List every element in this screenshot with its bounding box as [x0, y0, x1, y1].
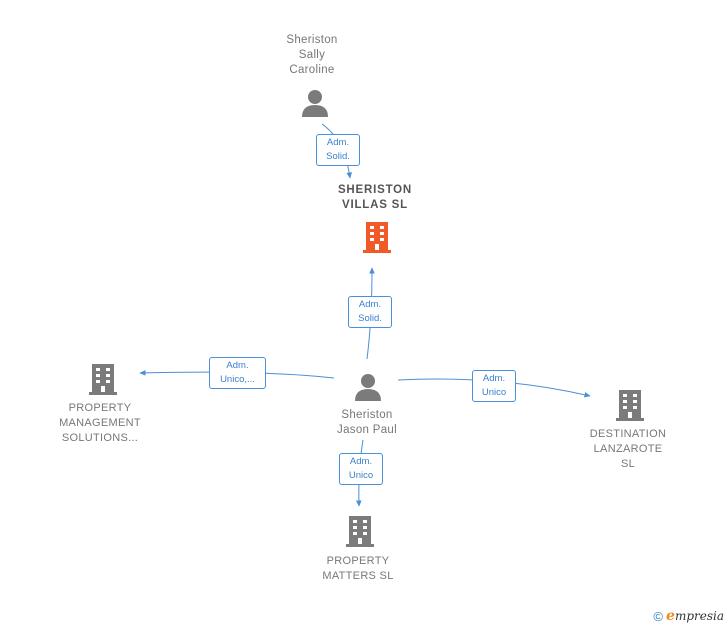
node-label-line: PROPERTY	[68, 402, 132, 414]
node-label-line: LANZAROTE	[593, 443, 663, 455]
node-label-matters[interactable]: PROPERTY MATTERS SL	[308, 554, 408, 584]
copyright-icon: ©	[653, 608, 664, 624]
building-icon[interactable]	[86, 362, 120, 396]
footer-brand[interactable]: © empresia	[653, 608, 724, 624]
edge-label-line: Unico,...	[220, 374, 255, 385]
edge-label-line: Unico	[481, 387, 507, 398]
edge-label-line: Adm.	[358, 299, 382, 310]
node-label-villas[interactable]: SHERISTON VILLAS SL	[325, 183, 425, 213]
node-label-pms[interactable]: PROPERTY MANAGEMENT SOLUTIONS...	[45, 401, 155, 446]
node-label-line: MANAGEMENT	[59, 417, 141, 429]
node-label-line: DESTINATION	[589, 428, 667, 440]
brand-logo: empresia	[666, 608, 724, 624]
edge-label-line: Adm.	[226, 360, 249, 371]
node-label-jason[interactable]: Sheriston Jason Paul	[322, 408, 412, 438]
brand-initial: e	[666, 608, 675, 624]
node-label-line: PROPERTY	[326, 555, 390, 567]
person-icon[interactable]	[300, 88, 330, 118]
edge-label-line: Adm.	[326, 137, 350, 148]
person-icon[interactable]	[353, 372, 383, 402]
edge-label-jason-destination[interactable]: Adm. Unico	[472, 370, 516, 402]
edge-label-line: Solid.	[326, 151, 350, 162]
node-label-line: Sheriston	[341, 409, 393, 421]
building-icon[interactable]	[343, 514, 377, 548]
node-label-line: SHERISTON	[337, 184, 413, 196]
building-icon[interactable]	[360, 220, 394, 254]
node-label-line: SL	[620, 458, 636, 470]
node-label-line: Sally	[298, 49, 326, 61]
node-label-line: Sheriston	[286, 34, 338, 46]
brand-name: mpresia	[674, 609, 724, 623]
building-icon[interactable]	[613, 388, 647, 422]
edge-label-line: Adm.	[349, 456, 373, 467]
edge-label-line: Solid.	[358, 313, 382, 324]
edge-label-jason-villas[interactable]: Adm. Solid.	[348, 296, 392, 328]
node-label-line: Jason Paul	[337, 424, 397, 436]
edge-label-sally-villas[interactable]: Adm. Solid.	[316, 134, 360, 166]
edge-label-line: Adm.	[482, 373, 506, 384]
node-label-line: VILLAS SL	[342, 199, 408, 211]
node-label-line: MATTERS SL	[322, 570, 394, 582]
node-label-line: SOLUTIONS...	[61, 432, 139, 444]
edge-label-jason-matters[interactable]: Adm. Unico	[339, 453, 383, 485]
node-label-line: Caroline	[289, 64, 335, 76]
edge-label-jason-pms[interactable]: Adm. Unico,...	[209, 357, 266, 389]
node-label-sally[interactable]: Sheriston Sally Caroline	[272, 33, 352, 78]
node-label-destination[interactable]: DESTINATION LANZAROTE SL	[578, 427, 678, 472]
edge-label-line: Unico	[348, 470, 374, 481]
